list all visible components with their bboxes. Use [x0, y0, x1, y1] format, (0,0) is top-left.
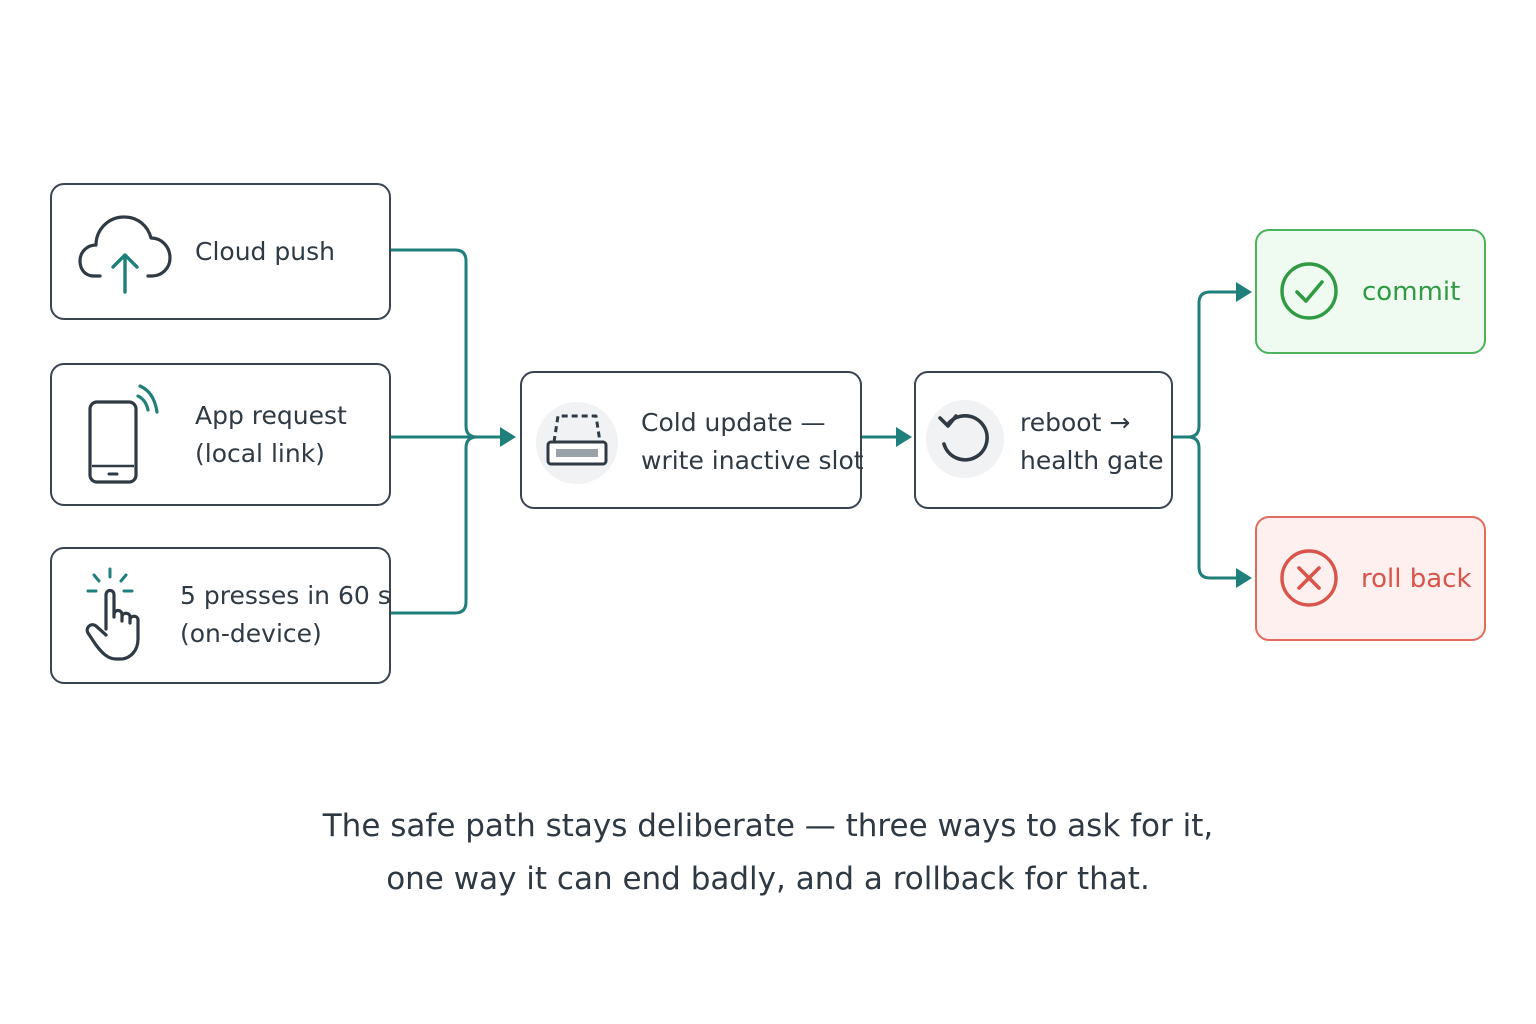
rollback-label: roll back — [1361, 564, 1472, 594]
reboot-icon-background — [926, 400, 1004, 478]
x-circle-icon — [1278, 547, 1340, 609]
source-button-presses-label: 5 presses in 60 s (on-device) — [180, 581, 391, 648]
check-circle-icon — [1278, 260, 1340, 322]
source-cloud-push-box — [50, 183, 391, 320]
source-cloud-push-label: Cloud push — [195, 237, 335, 266]
arrowhead-reboot — [896, 427, 912, 447]
reboot-icon — [936, 410, 996, 470]
commit-box — [1255, 229, 1486, 354]
caption-line-2: one way it can end badly, and a rollback… — [386, 861, 1150, 897]
disk-slot-icon — [542, 408, 612, 478]
connector-to-rollback — [1186, 435, 1238, 580]
cold-update-label: Cold update — write inactive slot — [641, 408, 864, 475]
caption: The safe path stays deliberate — three w… — [0, 800, 1536, 906]
arrowhead-rollback — [1236, 568, 1252, 588]
arrowhead-update — [500, 427, 516, 447]
phone-signal-icon — [84, 382, 164, 486]
connector-press — [388, 435, 479, 615]
rollback-box — [1255, 516, 1486, 641]
source-app-request-label: App request (local link) — [195, 401, 347, 468]
connector-to-commit — [1171, 290, 1238, 439]
connector-cloud — [388, 248, 502, 439]
commit-label: commit — [1362, 277, 1461, 307]
source-app-request-box — [50, 363, 391, 506]
hand-tap-icon — [80, 567, 154, 663]
arrowhead-commit — [1236, 282, 1252, 302]
reboot-health-gate-label: reboot → health gate — [1020, 408, 1164, 475]
cloud-upload-icon — [78, 210, 174, 296]
caption-line-1: The safe path stays deliberate — three w… — [322, 808, 1214, 844]
